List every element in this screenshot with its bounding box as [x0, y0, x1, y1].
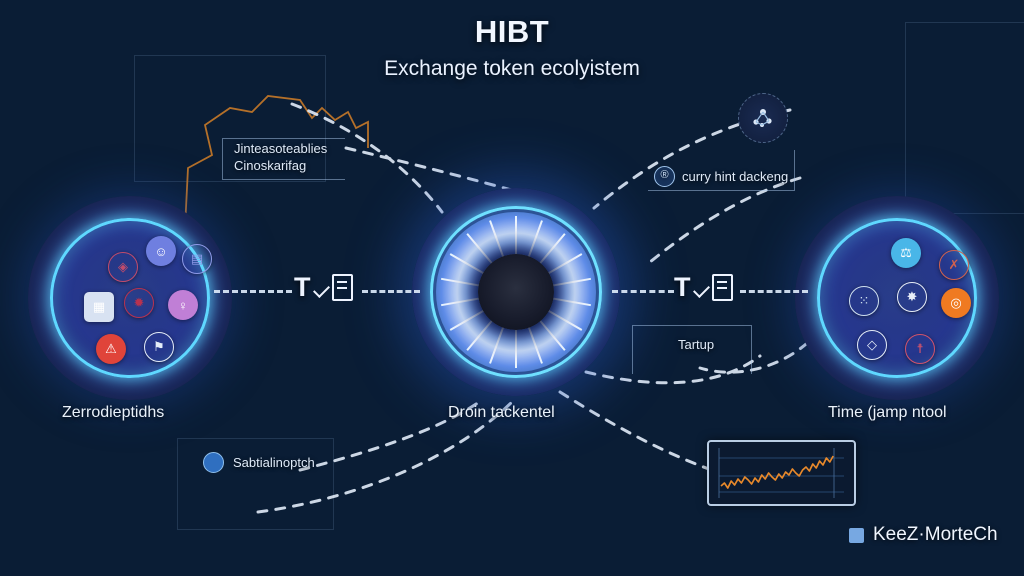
flow-line-left2 — [362, 290, 420, 293]
node-ring — [430, 206, 602, 378]
avatar-icon: ☺ — [146, 236, 176, 266]
node-right-ecosystem[interactable]: ⚖ ✗ ⁙ ✸ ◎ ◇ ☨ — [789, 190, 1005, 406]
shield-node-icon — [203, 452, 224, 473]
node-ring — [50, 218, 210, 378]
document-icon — [331, 274, 353, 301]
diamond-icon: ◇ — [857, 330, 887, 360]
flow-line-right — [612, 290, 674, 293]
check-icon — [692, 276, 710, 299]
flow-label-left-text: T — [294, 272, 311, 302]
flow-line-right2 — [740, 290, 808, 293]
node-left-caption: Zerrodieptidhs — [62, 404, 165, 421]
page-title: HIBT — [474, 14, 550, 49]
page-subtitle: Exchange token ecolyistem — [384, 57, 640, 80]
spark-icon: ✸ — [897, 282, 927, 312]
callout-interop-line2: Cinoskarifag — [234, 158, 307, 173]
wallet-icon: ▤ — [182, 244, 212, 274]
callout-interop-line1: Jinteasoteablies — [234, 141, 328, 156]
chart-svg — [718, 448, 844, 498]
square-mark-icon — [849, 527, 864, 543]
person-icon: ♀ — [168, 290, 198, 320]
antenna-icon: ☨ — [905, 334, 935, 364]
callout-social-text: Sabtialinoptch — [233, 455, 315, 470]
flow-label-right: T — [674, 272, 733, 303]
target-icon: ◎ — [941, 288, 971, 318]
node-badge-glyph — [753, 109, 772, 127]
brand-name: KeeZ·MorteCh — [873, 524, 998, 545]
flow-label-left: T — [294, 272, 353, 303]
callout-interop-label: Jinteasoteablies Cinoskarifag — [234, 140, 327, 174]
flow-line-left — [214, 290, 292, 293]
cluster-icon: ⁙ — [849, 286, 879, 316]
runner-icon: ✗ — [939, 250, 969, 280]
callout-security-frame — [648, 150, 795, 191]
flag-icon: ⚑ — [144, 332, 174, 362]
node-left-icon-grid: ◈ ☺▤ ▦ ✹ ♀ ⚠ ⚑ — [62, 230, 212, 366]
callout-startup-label: Tartup — [678, 337, 715, 352]
scales-icon: ⚖ — [891, 238, 921, 268]
document-icon — [711, 274, 733, 301]
price-trend-chart[interactable] — [707, 440, 856, 506]
registered-mark-icon: ® — [654, 166, 675, 187]
flow-label-right-text: T — [674, 272, 691, 302]
node-right-caption: Time (jamp ntool — [828, 404, 947, 421]
network-node-icon[interactable] — [738, 93, 788, 143]
monitor-icon: ▦ — [84, 292, 114, 322]
node-center-core[interactable] — [406, 182, 626, 402]
callout-social-label: Sabtialinoptch — [203, 452, 315, 473]
deco-frame-topright — [905, 22, 1024, 214]
callout-security-text: curry hint dackeng — [682, 169, 789, 184]
alert-icon: ⚠ — [96, 334, 126, 364]
burst-icon: ✹ — [124, 288, 154, 318]
check-icon — [312, 276, 330, 299]
node-left-ecosystem[interactable]: ◈ ☺▤ ▦ ✹ ♀ ⚠ ⚑ — [22, 190, 238, 406]
title-block: HIBT Exchange token ecolyistem — [0, 14, 1024, 81]
node-right-icon-grid: ⚖ ✗ ⁙ ✸ ◎ ◇ ☨ — [829, 230, 971, 366]
callout-security-label: ® curry hint dackeng — [654, 166, 788, 187]
callout-interop-frame — [222, 138, 345, 180]
callout-startup-frame — [632, 325, 752, 374]
shield-icon: ◈ — [108, 252, 138, 282]
node-center-caption: Droin tackentel — [448, 404, 555, 421]
node-ring — [817, 218, 977, 378]
brand-footer: KeeZ·MorteCh — [849, 524, 998, 546]
